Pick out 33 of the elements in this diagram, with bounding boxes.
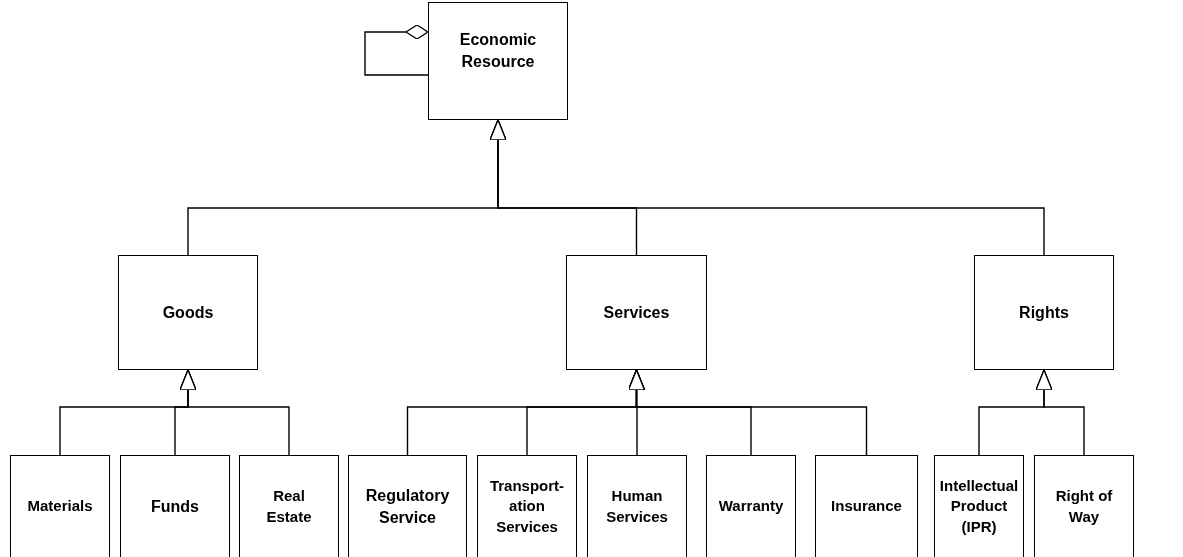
- class-name: Insurance: [831, 496, 902, 517]
- class-box: [974, 255, 1114, 370]
- class-name: Real Estate: [265, 486, 313, 527]
- generalization-arrow: [1035, 369, 1085, 456]
- class-name: Warranty: [718, 496, 784, 517]
- class-box: [1034, 455, 1134, 557]
- class-name: Goods: [162, 302, 214, 323]
- class-box: [348, 455, 467, 557]
- class-box: [815, 455, 918, 557]
- class-name: Economic Resource: [458, 30, 538, 72]
- class-name: Regulatory Service: [364, 485, 451, 528]
- class-name: Transport-ation Services: [488, 476, 566, 537]
- class-box: [239, 455, 339, 557]
- generalization-arrow: [627, 369, 868, 456]
- class-box: [477, 455, 577, 557]
- class-box: [706, 455, 796, 557]
- class-box: [10, 455, 110, 557]
- class-box: [566, 255, 707, 370]
- class-name: Funds: [151, 496, 199, 517]
- aggregation-connector: [364, 24, 429, 76]
- class-box: [120, 455, 230, 557]
- class-name: Materials: [27, 496, 93, 517]
- class-name: Right of Way: [1054, 486, 1114, 527]
- class-box: [587, 455, 687, 557]
- class-box: [934, 455, 1024, 557]
- generalization-arrow: [489, 119, 1045, 256]
- class-box: [118, 255, 258, 370]
- class-box: [428, 2, 568, 120]
- class-name: Services: [603, 302, 670, 323]
- class-name: Intellectual Product (IPR): [938, 476, 1020, 537]
- class-name: Rights: [1019, 302, 1069, 323]
- class-name: Human Services: [605, 486, 669, 527]
- generalization-arrow: [179, 369, 290, 456]
